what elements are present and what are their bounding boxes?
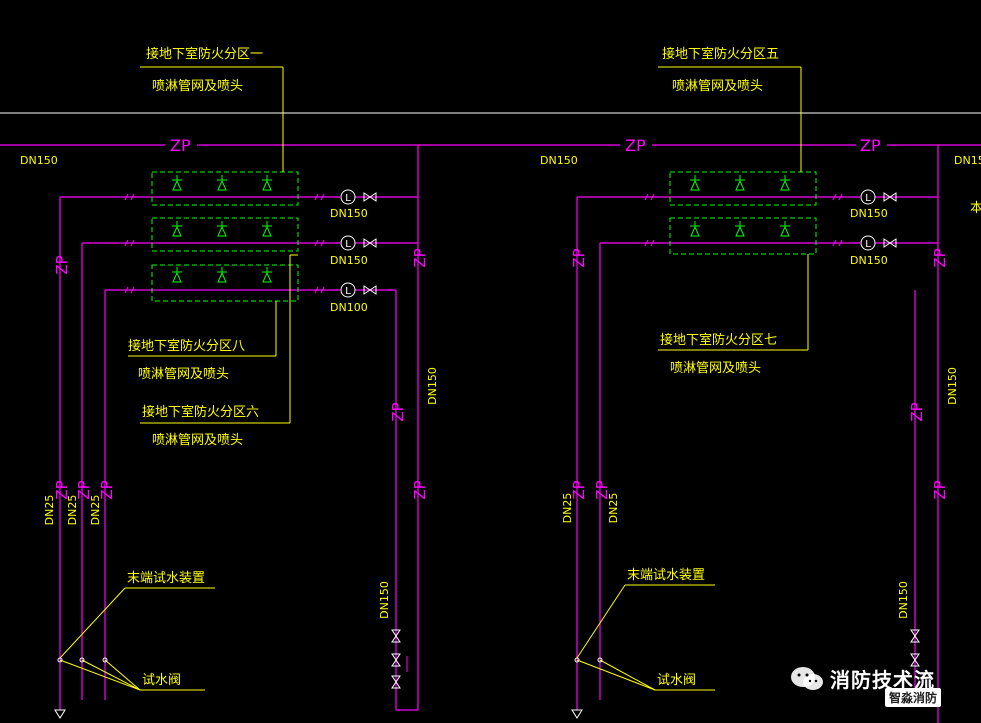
zp-v-r2: ZP	[931, 248, 949, 267]
left-sprinkler-boxes	[151, 171, 299, 302]
dn150-v-l2: DN150	[378, 581, 391, 619]
zp-v-l4: ZP	[411, 480, 429, 499]
svg-text:L: L	[345, 239, 351, 250]
dn150-v-l1: DN150	[426, 367, 439, 405]
left-sprinklers	[171, 174, 273, 283]
dn150-left-main: DN150	[20, 154, 58, 167]
left-test-valves	[54, 657, 108, 719]
left-riser-valves	[391, 629, 408, 689]
dn25-v-l2: DN25	[66, 495, 79, 526]
svg-text:L: L	[865, 239, 871, 250]
right-sprinkler-boxes	[669, 171, 817, 255]
dn150-r2: DN150	[850, 254, 888, 267]
dn25-v-r1: DN25	[561, 493, 574, 524]
test-valve-left: 试水阀	[142, 673, 181, 688]
right-leaders	[576, 66, 809, 691]
zone8-title: 接地下室防火分区八	[128, 338, 245, 354]
zone6-title: 接地下室防火分区六	[142, 404, 259, 420]
zp-v-l3: ZP	[389, 402, 407, 421]
zone5-title: 接地下室防火分区五	[662, 46, 779, 62]
zp-main-1: ZP	[170, 136, 191, 155]
zp-v-l2: ZP	[411, 248, 429, 267]
dn15-cut: DN15	[954, 154, 981, 167]
zp-v-r1: ZP	[570, 248, 588, 267]
svg-text:L: L	[345, 193, 351, 204]
dn100-l3: DN100	[330, 301, 368, 314]
zone5-sub: 喷淋管网及喷头	[672, 79, 763, 94]
dn150-l2: DN150	[330, 254, 368, 267]
watermark-badge: 智淼消防	[885, 688, 942, 707]
zp-v-r4: ZP	[931, 480, 949, 499]
zone6-sub: 喷淋管网及喷头	[152, 433, 243, 448]
dn150-v-r2: DN150	[897, 581, 910, 619]
zone7-sub: 喷淋管网及喷头	[670, 361, 761, 376]
zp-v-r3: ZP	[908, 402, 926, 421]
zp-v-l5: ZP	[53, 480, 71, 499]
zp-main-2: ZP	[625, 136, 646, 155]
zp-v-l6: ZP	[75, 480, 93, 499]
dn150-v-r1: DN150	[946, 367, 959, 405]
zone1-title: 接地下室防火分区一	[146, 46, 263, 62]
dn25-v-l3: DN25	[89, 495, 102, 526]
zone1-sub: 喷淋管网及喷头	[152, 79, 243, 94]
right-branches	[576, 196, 938, 710]
edge-char: 本	[970, 201, 981, 216]
zp-v-r6: ZP	[593, 480, 611, 499]
test-valve-right: 试水阀	[657, 673, 696, 688]
wechat-icon	[791, 666, 823, 690]
svg-text:L: L	[345, 286, 351, 297]
zp-v-r5: ZP	[570, 480, 588, 499]
watermark: 消防技术流	[790, 664, 935, 693]
zp-v-l7: ZP	[98, 480, 116, 499]
zone8-sub: 喷淋管网及喷头	[138, 367, 229, 382]
dn25-v-l1: DN25	[43, 495, 56, 526]
svg-text:L: L	[865, 193, 871, 204]
zp-main-3: ZP	[860, 136, 881, 155]
left-branches	[59, 196, 418, 710]
left-leaders	[59, 66, 298, 691]
left-flow-switches: L L L	[340, 189, 377, 298]
dn25-v-r2: DN25	[607, 493, 620, 524]
end-test-right: 末端试水装置	[627, 568, 705, 583]
dn150-l1: DN150	[330, 207, 368, 220]
zone7-title: 接地下室防火分区七	[660, 332, 777, 348]
zp-v-l1: ZP	[53, 255, 71, 274]
right-flow-switches: L L	[860, 189, 897, 251]
end-test-left: 末端试水装置	[127, 571, 205, 586]
dn150-right-main: DN150	[540, 154, 578, 167]
right-test-valves	[571, 657, 603, 719]
dn150-r1: DN150	[850, 207, 888, 220]
